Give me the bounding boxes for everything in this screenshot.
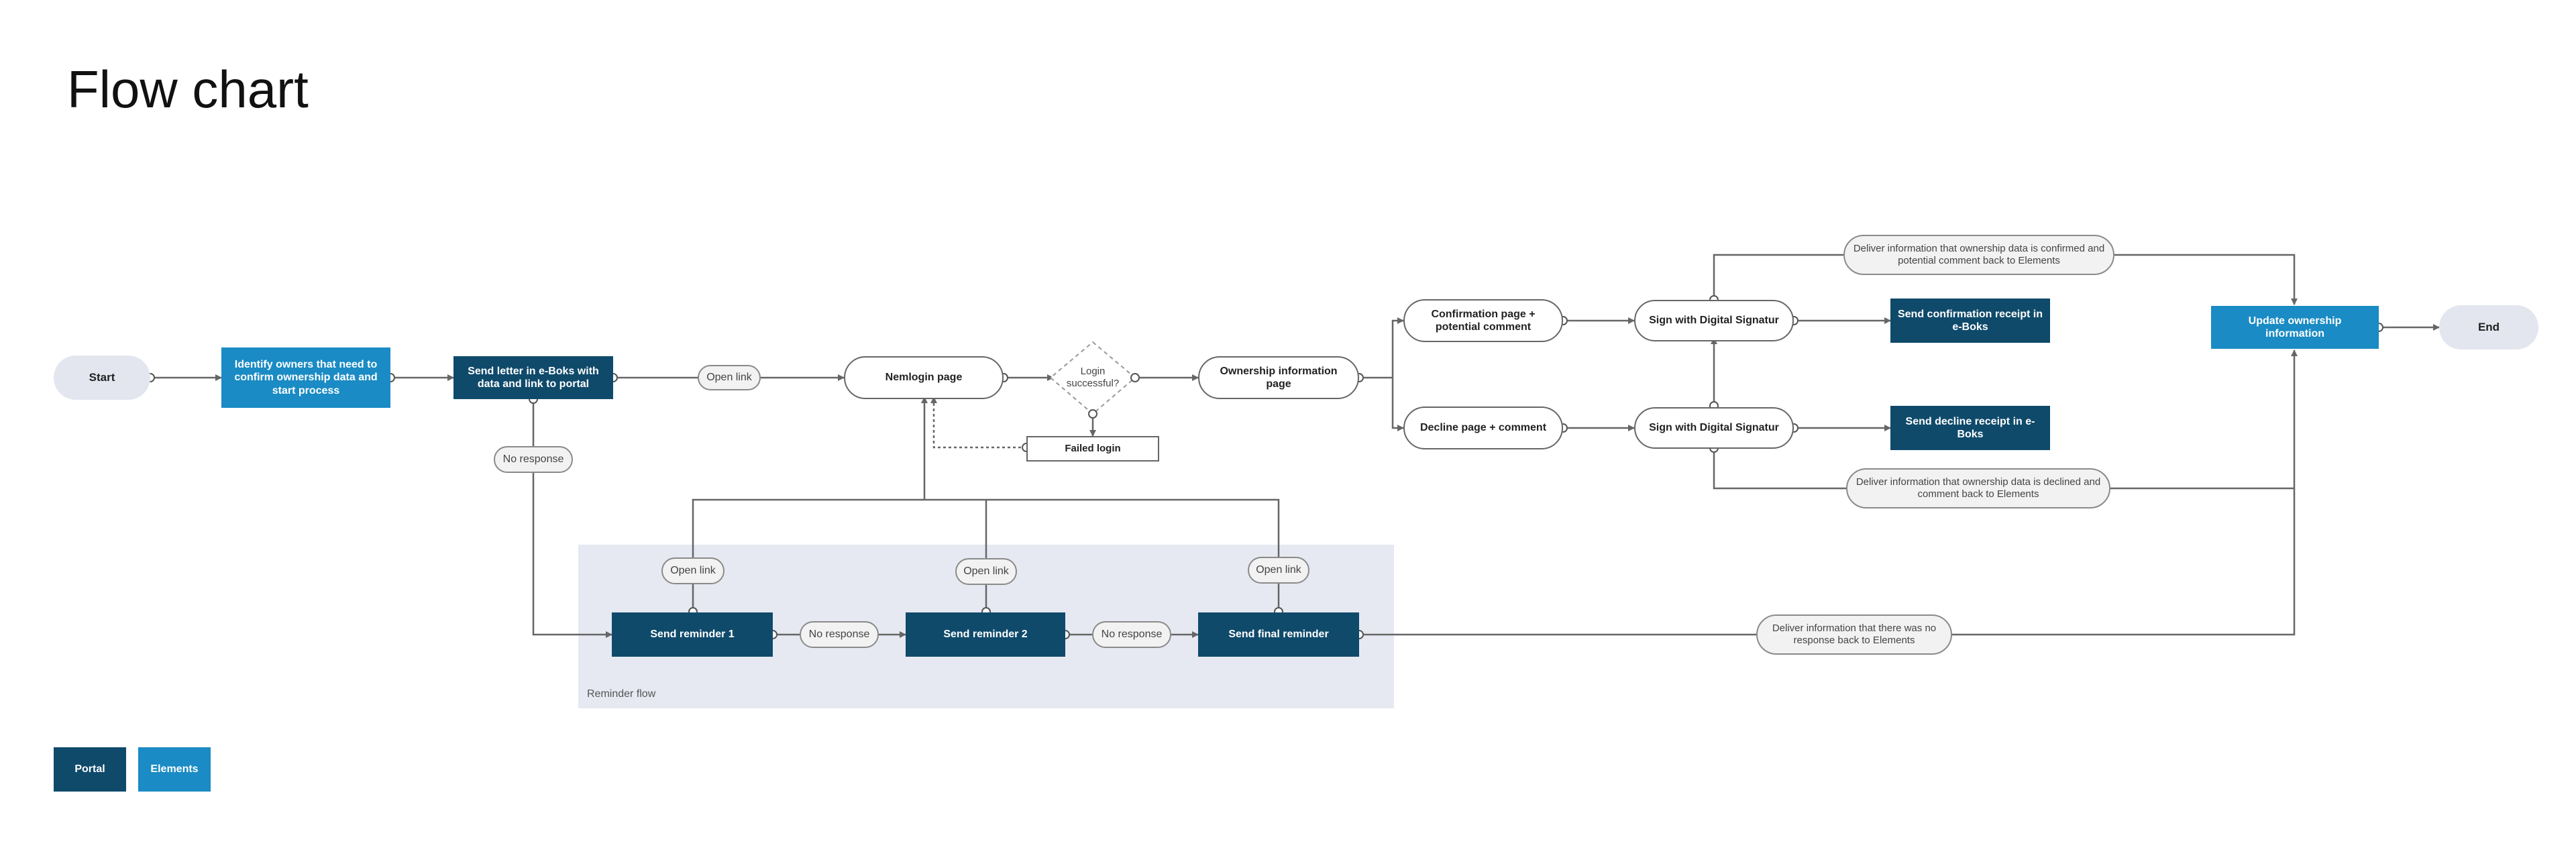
ownership-info-node[interactable]: Ownership information page bbox=[1198, 356, 1359, 399]
send-confirmation-node[interactable]: Send confirmation receipt in e-Boks bbox=[1890, 299, 2050, 343]
open-link-reminder-2-label: Open link bbox=[955, 558, 1017, 585]
deliver-confirmed-label: Deliver information that ownership data … bbox=[1843, 235, 2114, 275]
page-title: Flow chart bbox=[67, 60, 309, 119]
edge-failed-nemlogin bbox=[930, 396, 1026, 449]
sign-digital-bottom-node[interactable]: Sign with Digital Signatur bbox=[1634, 407, 1794, 449]
send-decline-node[interactable]: Send decline receipt in e-Boks bbox=[1890, 406, 2050, 450]
open-link-reminder-1-label: Open link bbox=[661, 557, 724, 584]
edge-ownership-decline bbox=[1391, 378, 1404, 431]
reminder-1-node[interactable]: Send reminder 1 bbox=[612, 612, 773, 657]
deliver-declined-label: Deliver information that ownership data … bbox=[1846, 468, 2110, 508]
login-successful-label: Login successful? bbox=[1066, 366, 1120, 389]
update-ownership-node[interactable]: Update ownership information bbox=[2211, 306, 2379, 349]
send-letter-node[interactable]: Send letter in e-Boks with data and link… bbox=[453, 356, 613, 399]
start-node[interactable]: Start bbox=[54, 356, 150, 400]
reminder-2-node[interactable]: Send reminder 2 bbox=[906, 612, 1065, 657]
sign-digital-top-node[interactable]: Sign with Digital Signatur bbox=[1634, 300, 1794, 341]
nemlogin-node[interactable]: Nemlogin page bbox=[844, 356, 1004, 399]
decline-page-node[interactable]: Decline page + comment bbox=[1403, 407, 1563, 449]
final-reminder-node[interactable]: Send final reminder bbox=[1198, 612, 1359, 657]
identify-owners-node[interactable]: Identify owners that need to confirm own… bbox=[221, 347, 390, 408]
reminder-flow-label: Reminder flow bbox=[587, 688, 656, 700]
no-response-reminder-2-label: No response bbox=[1092, 621, 1171, 648]
open-link-label: Open link bbox=[698, 365, 761, 390]
no-response-label: No response bbox=[494, 446, 573, 473]
confirmation-page-node[interactable]: Confirmation page + potential comment bbox=[1403, 299, 1563, 342]
open-link-final-label: Open link bbox=[1248, 557, 1309, 584]
deliver-no-response-label: Deliver information that there was no re… bbox=[1756, 614, 1952, 655]
edge-final-update bbox=[1359, 349, 2298, 636]
legend-portal: Portal bbox=[54, 747, 126, 792]
no-response-reminder-1-label: No response bbox=[800, 621, 879, 648]
end-node[interactable]: End bbox=[2439, 305, 2538, 349]
edge-letter-reminder1 bbox=[532, 399, 612, 638]
failed-login-node[interactable]: Failed login bbox=[1026, 436, 1159, 462]
edge-ownership-split bbox=[1359, 317, 1404, 379]
legend-elements: Elements bbox=[138, 747, 211, 792]
